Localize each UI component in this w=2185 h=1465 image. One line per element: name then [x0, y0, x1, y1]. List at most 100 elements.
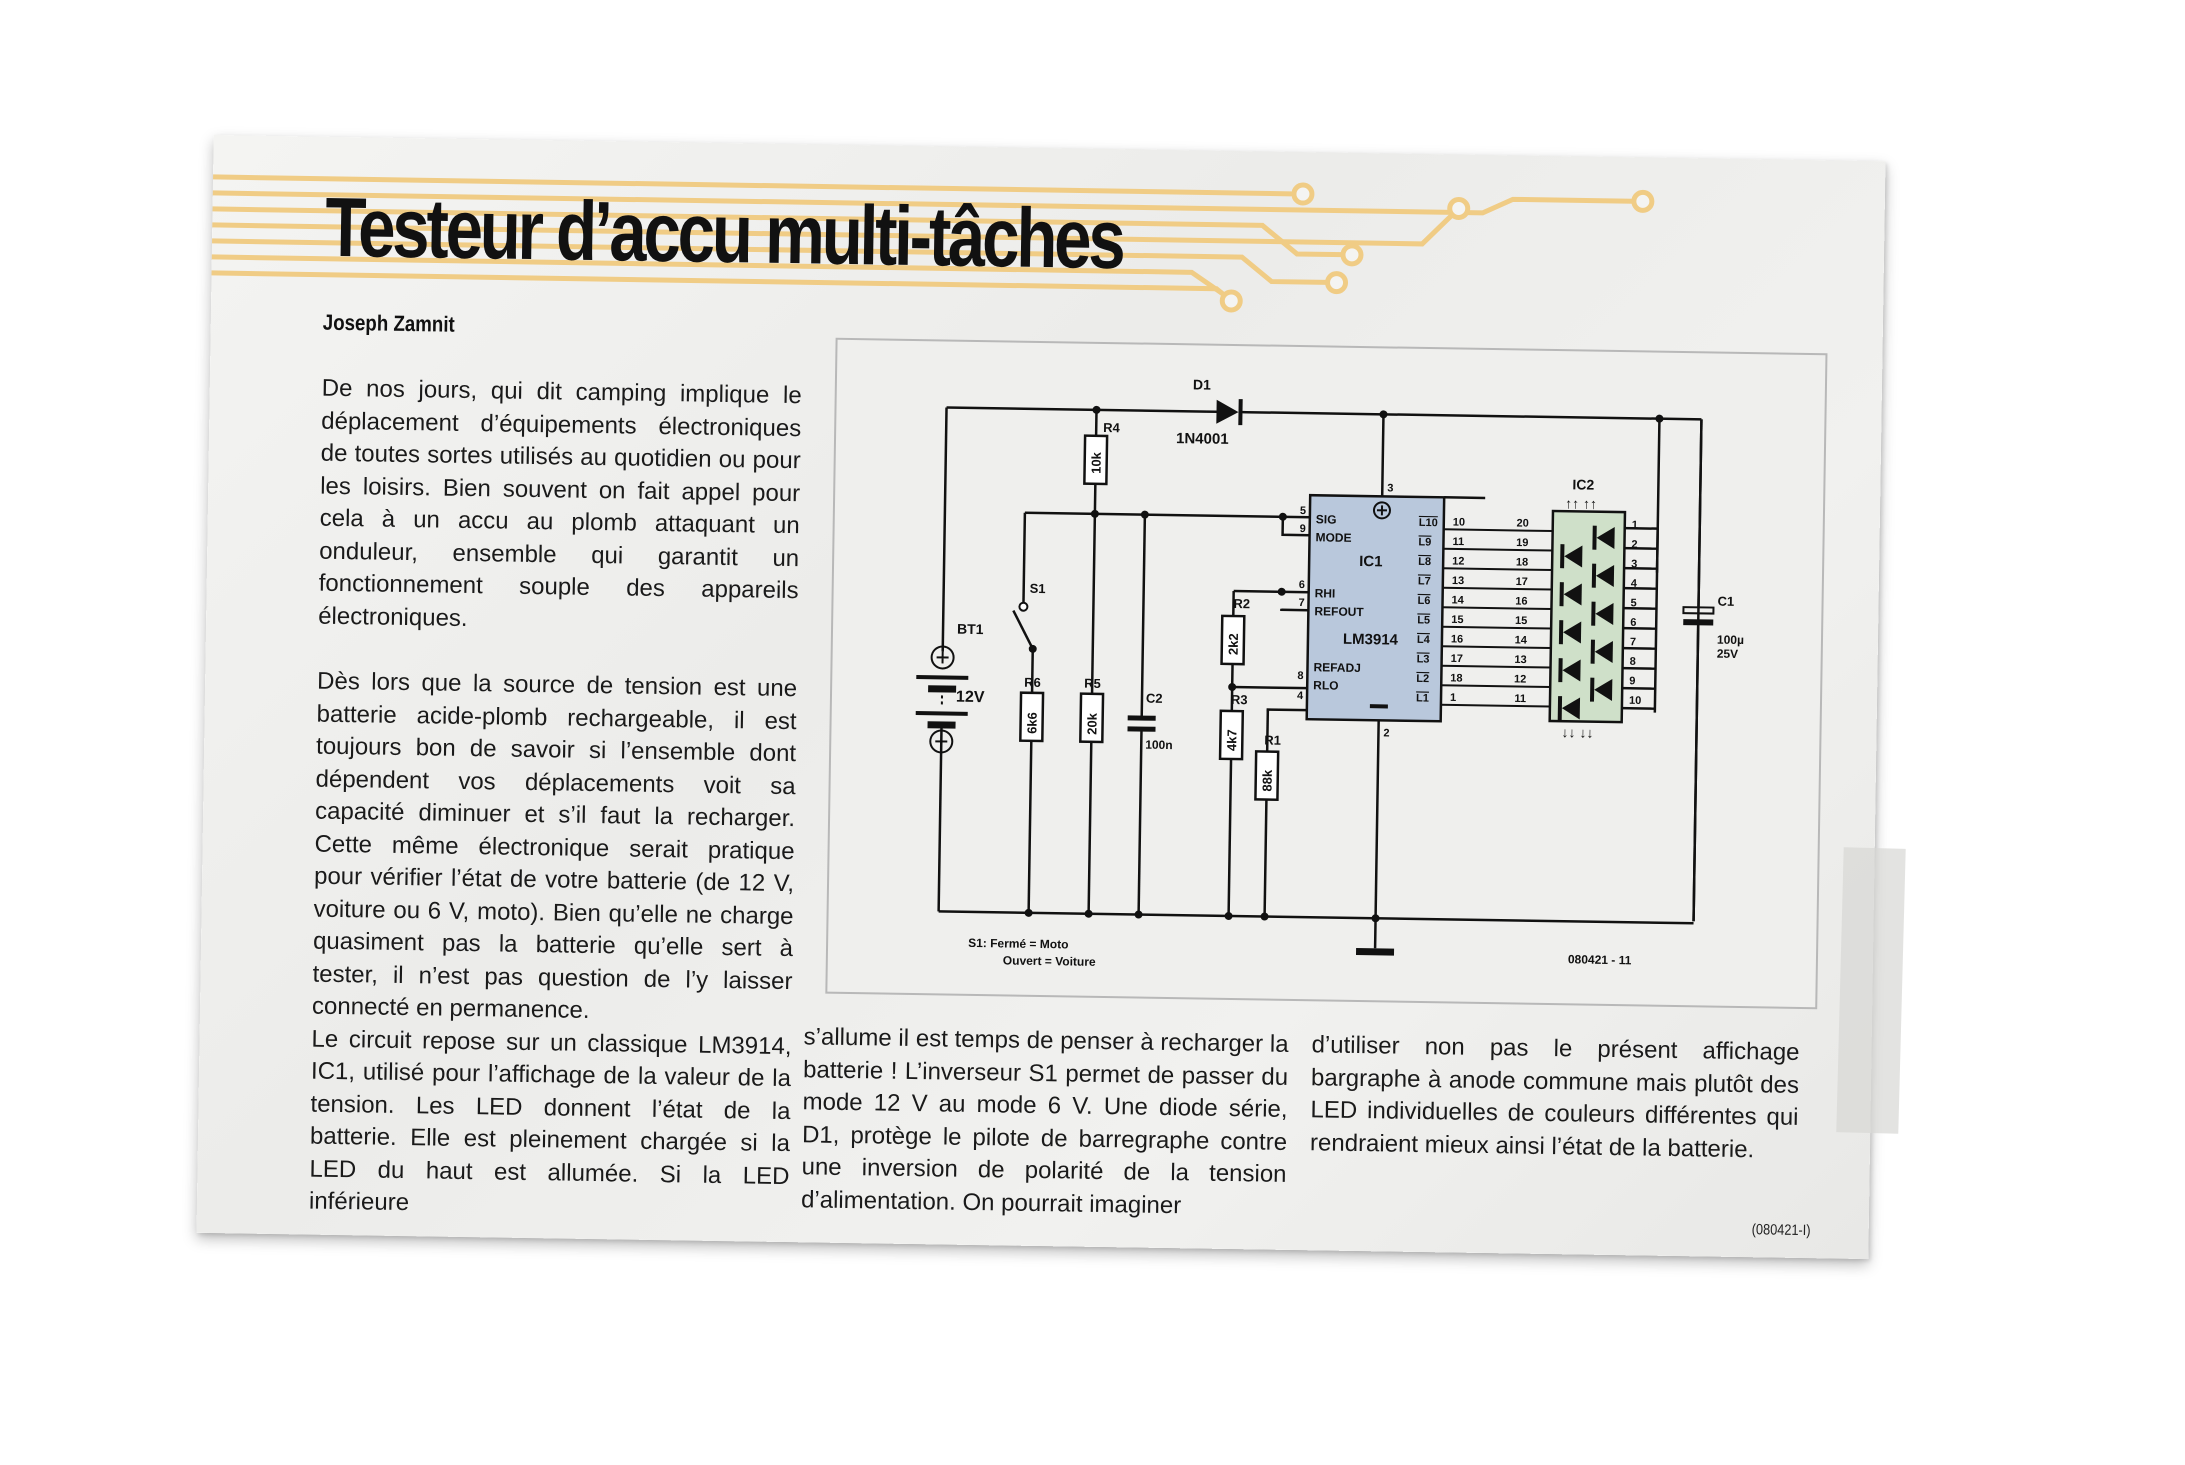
- capacitor-c1-plate: [1683, 619, 1714, 626]
- segment-pin-number: 16: [1515, 595, 1527, 607]
- output-name: L5: [1417, 614, 1430, 626]
- adhesive-tape: [1836, 847, 1906, 1134]
- paragraph: s’allume il est temps de penser à rechar…: [800, 1023, 1289, 1219]
- r1-value: 88k: [1260, 769, 1275, 792]
- article-title: Testeur d’accu multi-tâches: [324, 179, 1124, 287]
- output-pin-number: 1: [1450, 692, 1456, 704]
- pcb-trace-decoration: [210, 174, 1655, 313]
- output-wire: [1443, 547, 1553, 552]
- output-pin-number: 13: [1452, 575, 1464, 587]
- ic1-lm3914: [1305, 493, 1446, 723]
- output-pin-number: 16: [1451, 633, 1463, 645]
- figure-code: 080421 - 11: [1568, 952, 1632, 967]
- output-name: L3: [1417, 653, 1430, 665]
- led-icon: [1557, 696, 1581, 721]
- output-name: L1: [1416, 692, 1429, 704]
- ic2-pin-number: 6: [1630, 617, 1636, 629]
- output-pin-number: 15: [1451, 614, 1463, 626]
- s1-note-line1: S1: Fermé = Moto: [968, 936, 1069, 952]
- article-author: Joseph Zamnit: [322, 309, 455, 337]
- ic2-pin-number: 4: [1631, 578, 1638, 590]
- ic2-pin-number: 10: [1629, 695, 1641, 707]
- output-wire: [1443, 528, 1553, 533]
- output-wire: [1442, 606, 1552, 611]
- paragraph: Dès lors que la source de tension est un…: [311, 667, 798, 1024]
- output-wire: [1441, 645, 1551, 650]
- r4-value: 10k: [1089, 451, 1104, 474]
- r6-value: 6k6: [1024, 712, 1039, 734]
- circuit-schematic: D1 1N4001 R4 10k BT1 12V: [825, 337, 1828, 1010]
- segment-pin-number: 12: [1514, 673, 1526, 685]
- ic1-minus-icon: [1369, 704, 1388, 709]
- output-wire: [1441, 684, 1551, 688]
- segment-pin-number: 14: [1515, 634, 1528, 646]
- segment-pin-number: 13: [1514, 654, 1526, 666]
- output-pin-number: 18: [1450, 672, 1462, 684]
- segment-pin-number: 19: [1516, 537, 1528, 549]
- pin-mode: MODE: [1315, 530, 1351, 545]
- led-icon: [1589, 677, 1613, 702]
- s1-note-line2: Ouvert = Voiture: [1003, 953, 1096, 968]
- output-name: L9: [1418, 536, 1431, 548]
- resistor-r5: [1079, 692, 1105, 744]
- pin-number-4: 4: [1297, 690, 1304, 702]
- led-icon: [1590, 639, 1613, 664]
- ic2-light-arrows-down-icon: ↓↓ ↓↓: [1561, 724, 1593, 740]
- pin-number-8: 8: [1297, 670, 1303, 682]
- s1-label: S1: [1030, 581, 1046, 596]
- r5-label: R5: [1084, 676, 1101, 691]
- resistor-r2: [1220, 614, 1246, 666]
- led-icon: [1559, 582, 1582, 607]
- ic2-pin-number: 5: [1630, 597, 1636, 609]
- paragraph: Le circuit repose sur un classique LM391…: [308, 1025, 792, 1217]
- segment-pin-number: 18: [1516, 556, 1528, 568]
- article-page: Testeur d’accu multi-tâches Joseph Zamni…: [196, 134, 1886, 1260]
- ic2-pin-number: 1: [1632, 519, 1638, 531]
- output-wire: [1443, 567, 1553, 572]
- capacitor-c2-plate: [1127, 726, 1156, 732]
- output-name: L8: [1418, 556, 1431, 568]
- switch-s1: [1018, 601, 1029, 612]
- ic2-label: IC2: [1572, 476, 1594, 492]
- pin-number-5: 5: [1300, 505, 1306, 517]
- output-pin-number: 17: [1451, 653, 1463, 665]
- output-wire: [1442, 625, 1552, 630]
- r4-label: R4: [1103, 420, 1121, 435]
- ic2-pin-number: 3: [1631, 558, 1637, 570]
- r2-value: 2k2: [1226, 633, 1241, 655]
- resistor-r6: [1019, 691, 1045, 743]
- pin-refadj: REFADJ: [1313, 660, 1361, 675]
- ic2-light-arrows-icon: ↑↑ ↑↑: [1565, 495, 1597, 511]
- ic2-pin-number: 2: [1631, 539, 1637, 551]
- segment-pin-number: 11: [1514, 693, 1526, 705]
- led-icon: [1591, 601, 1614, 626]
- text-column-2: s’allume il est temps de penser à rechar…: [801, 1021, 1289, 1224]
- r3-label: R3: [1231, 692, 1248, 707]
- ic1-part: LM3914: [1343, 631, 1399, 649]
- pin-sig: SIG: [1316, 512, 1337, 526]
- r1-label: R1: [1264, 733, 1281, 748]
- pin-number-9: 9: [1300, 523, 1306, 535]
- output-name: L7: [1418, 575, 1431, 587]
- switch-s1-contact: [1028, 644, 1037, 653]
- output-name: L2: [1416, 673, 1429, 685]
- d1-label: D1: [1193, 376, 1211, 392]
- r3-value: 4k7: [1224, 729, 1239, 751]
- led-icon: [1591, 563, 1615, 588]
- pin-number-2: 2: [1383, 727, 1389, 739]
- output-wire: [1440, 703, 1550, 708]
- ic1-label: IC1: [1359, 553, 1383, 570]
- r5-value: 20k: [1084, 712, 1099, 735]
- text-column-3: d’utiliser non pas le présent affichage …: [1310, 1029, 1800, 1167]
- bt1-value: 12V: [956, 689, 985, 706]
- pin-rlo: RLO: [1313, 678, 1339, 692]
- r2-label: R2: [1233, 596, 1250, 611]
- output-pin-number: 10: [1453, 516, 1465, 528]
- output-pin-number: 11: [1452, 536, 1464, 548]
- pin-number-6: 6: [1299, 579, 1305, 591]
- pin-number-7: 7: [1298, 597, 1304, 609]
- led-icon: [1592, 525, 1615, 550]
- text-column-1: De nos jours, qui dit camping implique l…: [309, 373, 802, 1226]
- segment-pin-number: 17: [1516, 576, 1528, 588]
